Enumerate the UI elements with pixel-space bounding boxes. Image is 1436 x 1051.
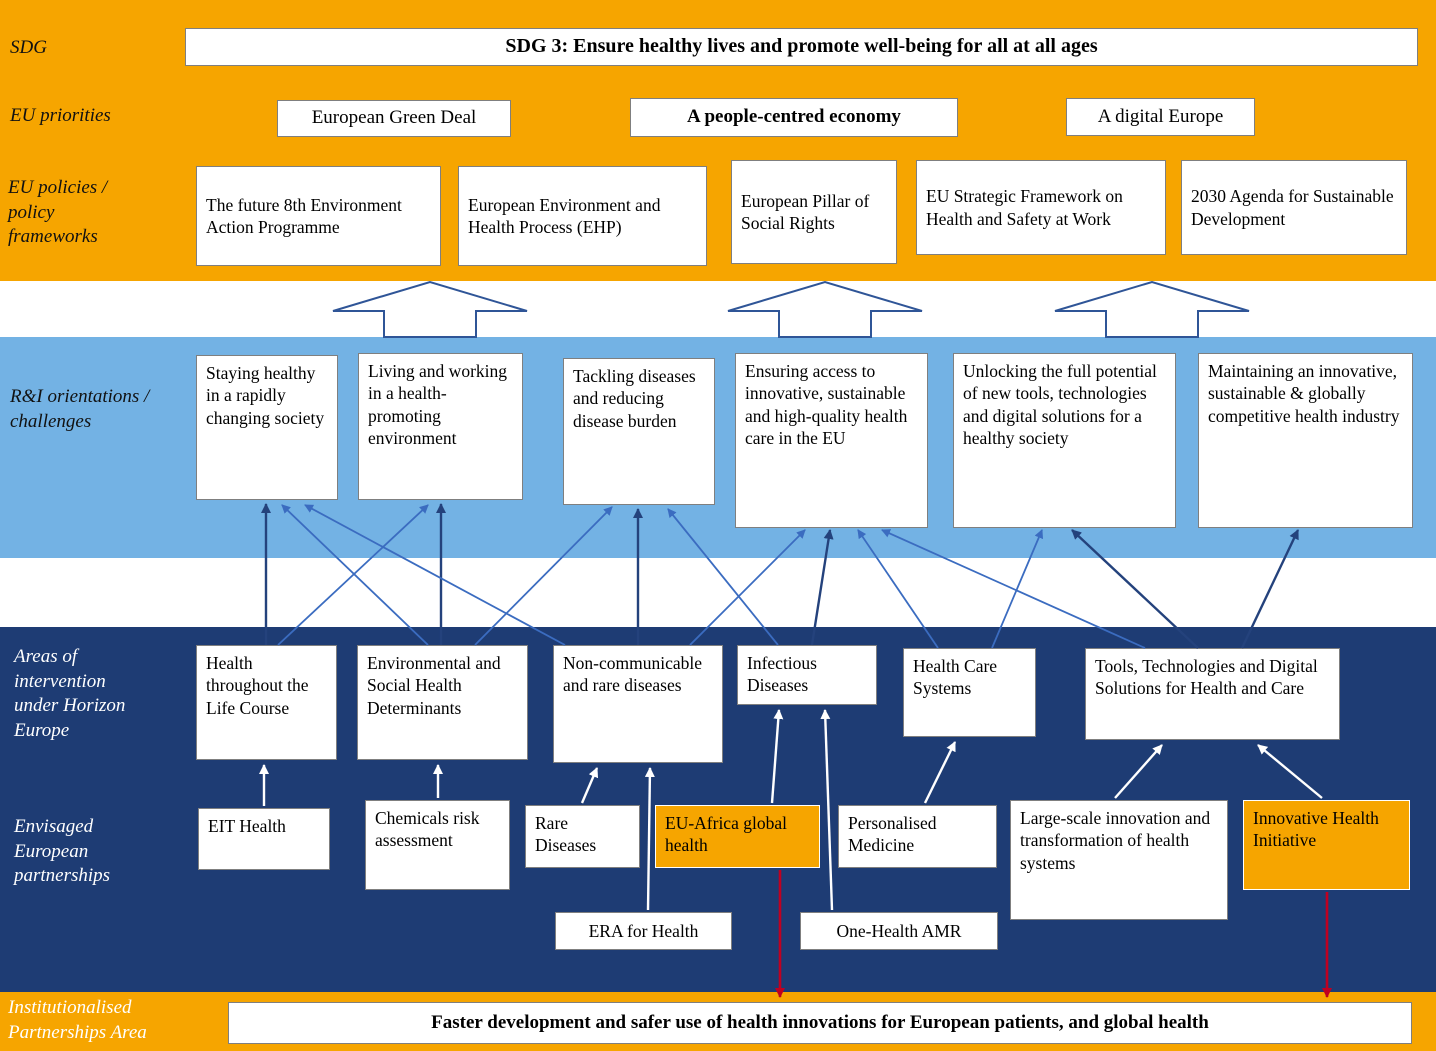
box-environmental-social-determinants: Environmental and Social Health Determin… (357, 645, 528, 760)
institutionalised-banner-box: Faster development and safer use of heal… (228, 1002, 1412, 1044)
box-large-scale-innovation: Large-scale innovation and transformatio… (1010, 800, 1228, 920)
row-label-eu-priorities: EU priorities (10, 105, 111, 126)
box-rare-diseases: Rare Diseases (525, 805, 640, 868)
box-digital-europe: A digital Europe (1066, 98, 1255, 136)
row-label-partnerships: Envisaged European partnerships (14, 816, 111, 887)
box-european-green-deal: European Green Deal (277, 100, 511, 137)
box-eit-health: EIT Health (198, 808, 330, 870)
up-block-arrow-1 (332, 280, 528, 338)
box-health-care-systems: Health Care Systems (903, 648, 1036, 737)
box-living-working-environment: Living and working in a health-promoting… (358, 353, 523, 500)
box-chemicals-risk-assessment: Chemicals risk assessment (365, 800, 510, 890)
box-non-communicable-rare-diseases: Non-communicable and rare diseases (553, 645, 723, 763)
box-2030-agenda: 2030 Agenda for Sustainable Development (1181, 160, 1407, 255)
row-label-institutionalised: Institutionalised Partnerships Area (8, 997, 147, 1043)
box-people-centred-economy: A people-centred economy (630, 98, 958, 137)
box-eu-africa-global-health: EU-Africa global health (655, 805, 820, 868)
up-block-arrow-3 (1054, 280, 1250, 338)
box-environment-health-process: European Environment and Health Process … (458, 166, 707, 266)
box-maintaining-industry: Maintaining an innovative, sustainable &… (1198, 353, 1413, 528)
box-tackling-diseases: Tackling diseases and reducing disease b… (563, 358, 715, 505)
row-label-areas: Areas of intervention under Horizon Euro… (14, 646, 126, 742)
box-pillar-social-rights: European Pillar of Social Rights (731, 160, 897, 264)
box-personalised-medicine: Personalised Medicine (838, 805, 997, 868)
box-innovative-health-initiative: Innovative Health Initiative (1243, 800, 1410, 890)
box-health-life-course: Health throughout the Life Course (196, 645, 337, 760)
row-label-ri-orientations: R&I orientations / challenges (10, 386, 150, 432)
up-block-arrow-2 (727, 280, 923, 338)
box-unlocking-potential: Unlocking the full potential of new tool… (953, 353, 1176, 528)
box-health-safety-at-work: EU Strategic Framework on Health and Saf… (916, 160, 1166, 255)
box-infectious-diseases: Infectious Diseases (737, 645, 877, 705)
box-staying-healthy: Staying healthy in a rapidly changing so… (196, 355, 338, 500)
box-era-for-health: ERA for Health (555, 912, 732, 950)
up-block-arrows (332, 280, 1250, 338)
box-8th-environment-action-programme: The future 8th Environment Action Progra… (196, 166, 441, 266)
row-label-sdg: SDG (10, 37, 47, 58)
box-tools-tech-digital: Tools, Technologies and Digital Solution… (1085, 648, 1340, 740)
sdg-title-box: SDG 3: Ensure healthy lives and promote … (185, 28, 1418, 66)
box-one-health-amr: One-Health AMR (800, 912, 998, 950)
box-ensuring-access: Ensuring access to innovative, sustainab… (735, 353, 928, 528)
row-label-eu-policies: EU policies / policy frameworks (8, 177, 108, 248)
